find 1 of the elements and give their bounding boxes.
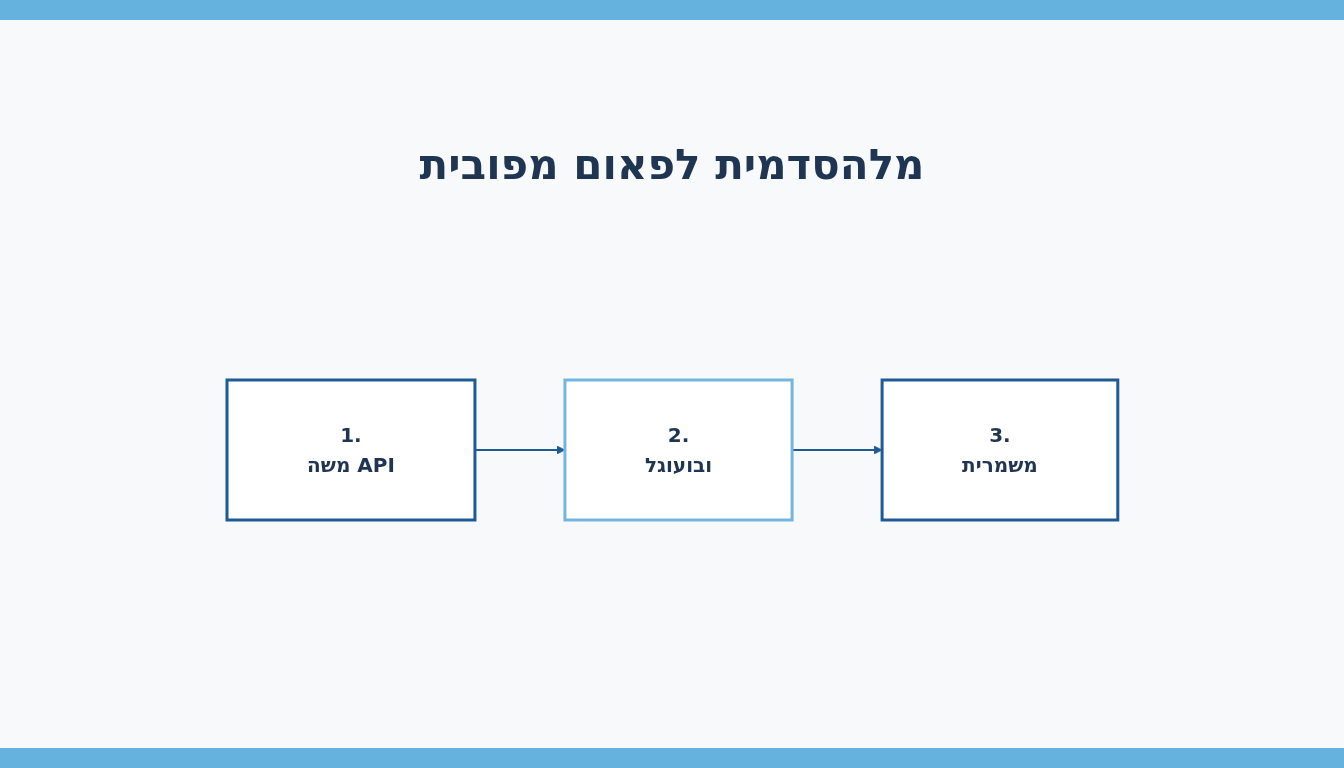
title: מלהסדמית לפאום מפובית <box>418 140 926 189</box>
